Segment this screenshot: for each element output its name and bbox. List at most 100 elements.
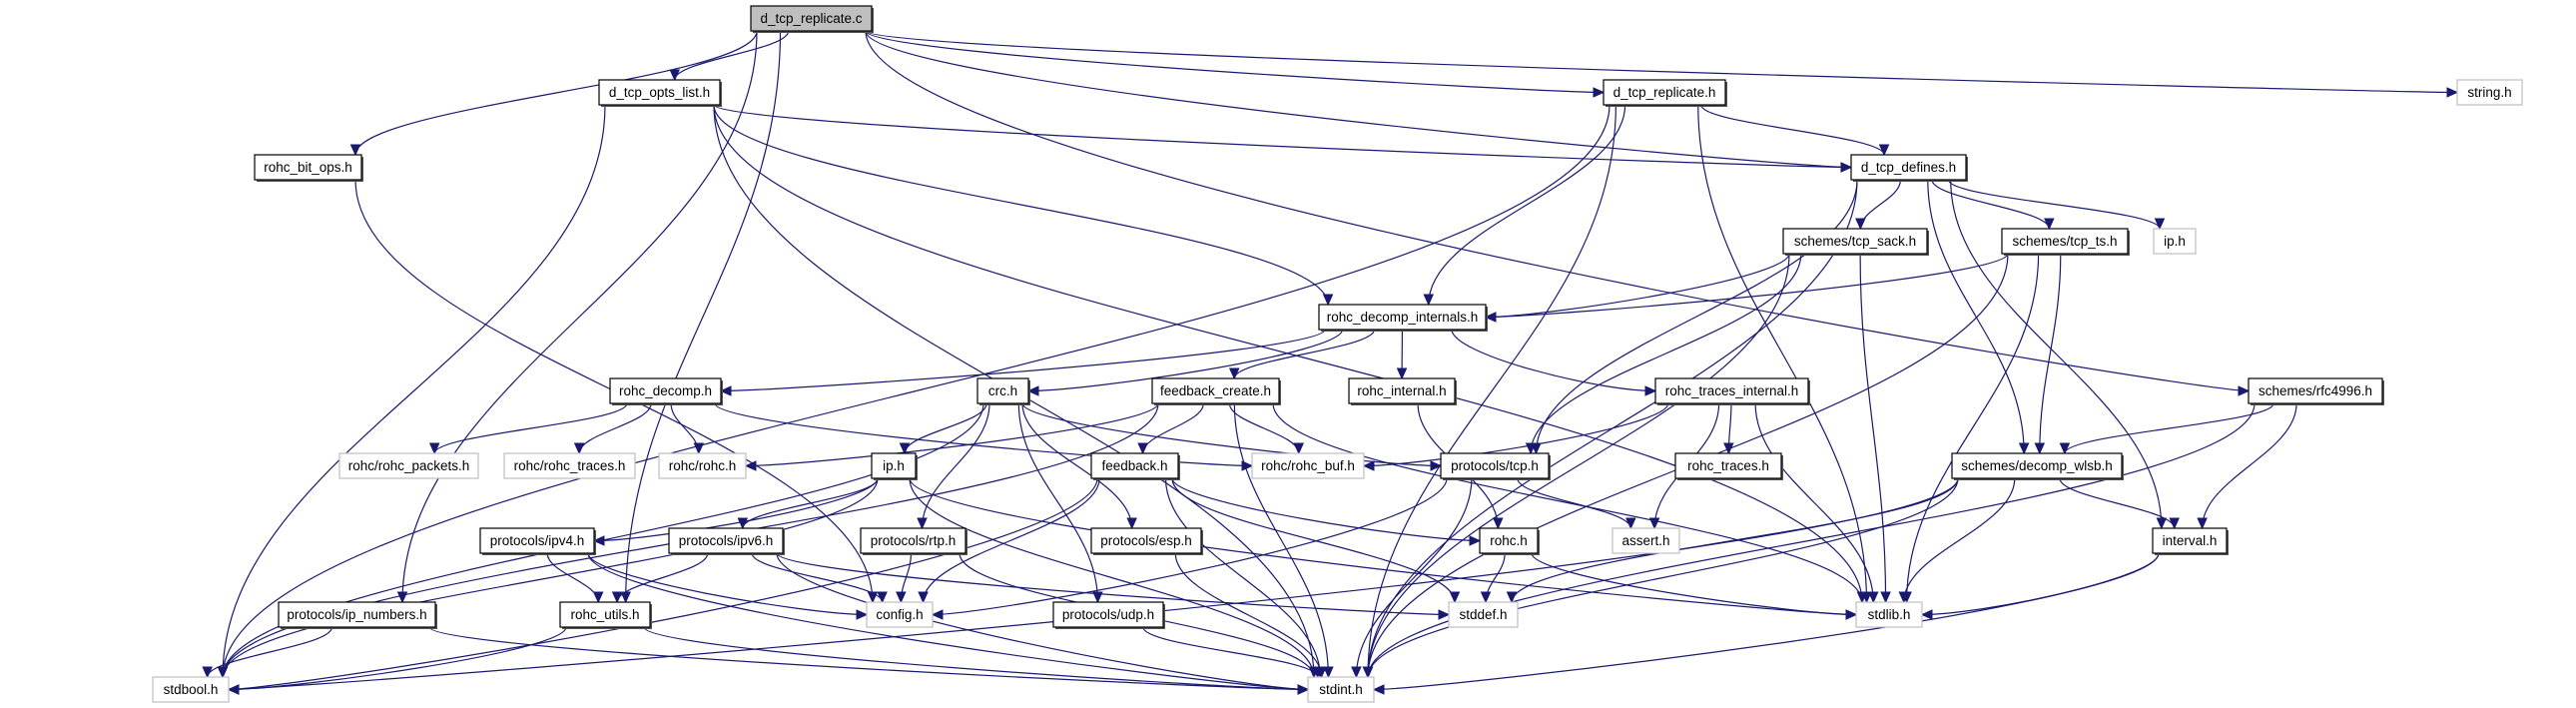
node-box [2152, 527, 2228, 554]
node-rohc-traces-h[interactable]: rohc_traces.h [1674, 452, 1783, 480]
node-protocols-ip-numbers-h[interactable]: protocols/ip_numbers.h [278, 601, 437, 629]
edge-protocols_ip_numbers_h-to-stdbool_h [207, 626, 333, 678]
node-protocols-ipv4-h[interactable]: protocols/ipv4.h [479, 527, 596, 555]
nodes-layer: d_tcp_replicate.c d_tcp_opts_list.h d_tcp_… [152, 5, 2523, 703]
node-schemes-decomp-wlsb-h[interactable]: schemes/decomp_wlsb.h [1951, 452, 2124, 480]
edge-protocols_ipv6_h-to-stdint_h [776, 552, 1309, 691]
arrowhead-icon [1430, 460, 1443, 471]
arrowhead-icon [1469, 535, 1482, 546]
edge-schemes_decomp_wlsb_h-to-stdbool_h [228, 477, 1959, 691]
node-rohc-bit-ops-h[interactable]: rohc_bit_ops.h [254, 154, 363, 182]
node-rohc-decomp-h[interactable]: rohc_decomp.h [609, 377, 723, 405]
edge-d_tcp_replicate_c-to-d_tcp_defines_h [865, 30, 1852, 169]
node-protocols-rtp-h[interactable]: protocols/rtp.h [860, 527, 967, 555]
edge-protocols_tcp_h-to-config_h [932, 477, 1448, 616]
node-protocols-esp-h[interactable]: protocols/esp.h [1090, 527, 1203, 555]
node-box [860, 527, 966, 554]
arrowhead-icon [669, 69, 680, 82]
node-d-tcp-replicate-c[interactable]: d_tcp_replicate.c [750, 5, 874, 33]
node-label: rohc/rohc.h [669, 458, 737, 473]
node-rohc-internal-h[interactable]: rohc_internal.h [1348, 377, 1457, 405]
node-stdlib-h: stdlib.h [1855, 601, 1923, 628]
edge-protocols_ip_numbers_h-to-stdint_h [428, 626, 1309, 691]
node-label: protocols/udp.h [1062, 607, 1154, 622]
node-schemes-tcp-sack-h[interactable]: schemes/tcp_sack.h [1782, 228, 1929, 256]
arrowhead-icon [917, 517, 928, 530]
node-label: config.h [876, 607, 923, 622]
node-box [1440, 452, 1550, 479]
node-rohc-decomp-internals-h[interactable]: rohc_decomp_internals.h [1318, 304, 1488, 332]
node-label: feedback.h [1101, 458, 1167, 473]
node-label: stddef.h [1459, 607, 1507, 622]
edge-crc_h-to-protocols_esp_h [1021, 402, 1133, 529]
arrowhead-icon [1372, 684, 1385, 695]
edge-rohc_decomp_h-to-rohc_rohc_traces_h [578, 402, 652, 454]
node-box [1951, 452, 2123, 479]
node-ip-h[interactable]: ip.h [871, 452, 918, 480]
node-protocols-udp-h[interactable]: protocols/udp.h [1052, 601, 1165, 629]
node-crc-h[interactable]: crc.h [976, 377, 1030, 405]
node-ip-h-ext: ip.h [2153, 228, 2197, 255]
edge-d_tcp_defines_h-to-protocols_tcp_h [1535, 179, 1858, 454]
edge-schemes_decomp_wlsb_h-to-interval_h [2059, 477, 2176, 529]
node-label: d_tcp_defines.h [1861, 160, 1956, 175]
edge-rohc_utils_h-to-stdbool_h [228, 626, 567, 691]
arrowhead-icon [1362, 460, 1375, 471]
node-label: interval.h [2163, 533, 2218, 548]
node-schemes-rfc4996-h[interactable]: schemes/rfc4996.h [2248, 377, 2384, 405]
node-box [976, 377, 1029, 404]
node-label: schemes/rfc4996.h [2258, 383, 2372, 398]
edge-rohc_decomp_internals_h-to-feedback_create_h [1233, 329, 1376, 379]
node-protocols-tcp-h[interactable]: protocols/tcp.h [1440, 452, 1551, 480]
node-feedback-h[interactable]: feedback.h [1090, 452, 1180, 480]
arrowhead-icon [1423, 294, 1435, 307]
arrowhead-icon [1351, 666, 1362, 679]
arrowhead-icon [1878, 144, 1890, 157]
node-box [1855, 601, 1923, 628]
node-d-tcp-replicate-h[interactable]: d_tcp_replicate.h [1603, 79, 1727, 107]
arrowhead-icon [217, 666, 229, 679]
arrowhead-icon [1625, 517, 1636, 530]
node-d-tcp-opts-list-h[interactable]: d_tcp_opts_list.h [598, 79, 722, 107]
edge-rohc_h-to-stdlib_h [1531, 552, 1857, 616]
node-box [1448, 601, 1519, 628]
node-stddef-h: stddef.h [1448, 601, 1519, 628]
node-d-tcp-defines-h[interactable]: d_tcp_defines.h [1850, 154, 1968, 182]
arrowhead-icon [428, 442, 440, 455]
node-label: protocols/rtp.h [871, 533, 957, 548]
edge-schemes_tcp_sack_h-to-stdlib_h [1859, 253, 1887, 603]
edge-feedback_create_h-to-stdint_h [1233, 402, 1330, 678]
arrowhead-icon [1506, 591, 1518, 604]
edge-feedback_h-to-stddef_h [1171, 477, 1456, 603]
node-feedback-create-h[interactable]: feedback_create.h [1151, 377, 1281, 405]
node-label: d_tcp_replicate.h [1613, 85, 1716, 100]
node-label: string.h [2467, 85, 2511, 100]
edge-rohc_decomp_h-to-rohc_rohc_buf_h [714, 402, 1253, 467]
node-rohc-h[interactable]: rohc.h [1479, 527, 1540, 555]
arrowhead-icon [2156, 517, 2168, 530]
arrowhead-icon [1644, 385, 1657, 396]
node-label: schemes/tcp_sack.h [1794, 234, 1916, 249]
arrowhead-icon [1026, 385, 1039, 396]
edge-rohc_traces_internal_h-to-stdlib_h [1754, 402, 1874, 603]
edge-feedback_h-to-stdint_h [1164, 477, 1321, 678]
node-schemes-tcp-ts-h[interactable]: schemes/tcp_ts.h [2001, 228, 2130, 256]
node-label: protocols/esp.h [1100, 533, 1192, 548]
node-interval-h[interactable]: interval.h [2152, 527, 2229, 555]
edge-d_tcp_replicate_h-to-d_tcp_defines_h [1700, 104, 1885, 156]
node-box [1090, 452, 1179, 479]
node-protocols-ipv6-h[interactable]: protocols/ipv6.h [668, 527, 785, 555]
node-rohc-utils-h[interactable]: rohc_utils.h [559, 601, 652, 629]
arrowhead-icon [1228, 367, 1240, 380]
arrowhead-icon [856, 609, 869, 620]
node-box [1479, 527, 1539, 554]
edge-d_tcp_replicate_c-to-schemes_rfc4996_h [865, 30, 2250, 392]
node-box [338, 452, 479, 479]
node-box [1318, 304, 1487, 331]
node-label: stdlib.h [1868, 607, 1911, 622]
node-rohc-traces-internal-h[interactable]: rohc_traces_internal.h [1654, 377, 1810, 405]
edge-protocols_tcp_h-to-assert_h [1517, 477, 1631, 529]
arrowhead-icon [1880, 591, 1891, 604]
node-stdbool-h: stdbool.h [152, 676, 230, 703]
